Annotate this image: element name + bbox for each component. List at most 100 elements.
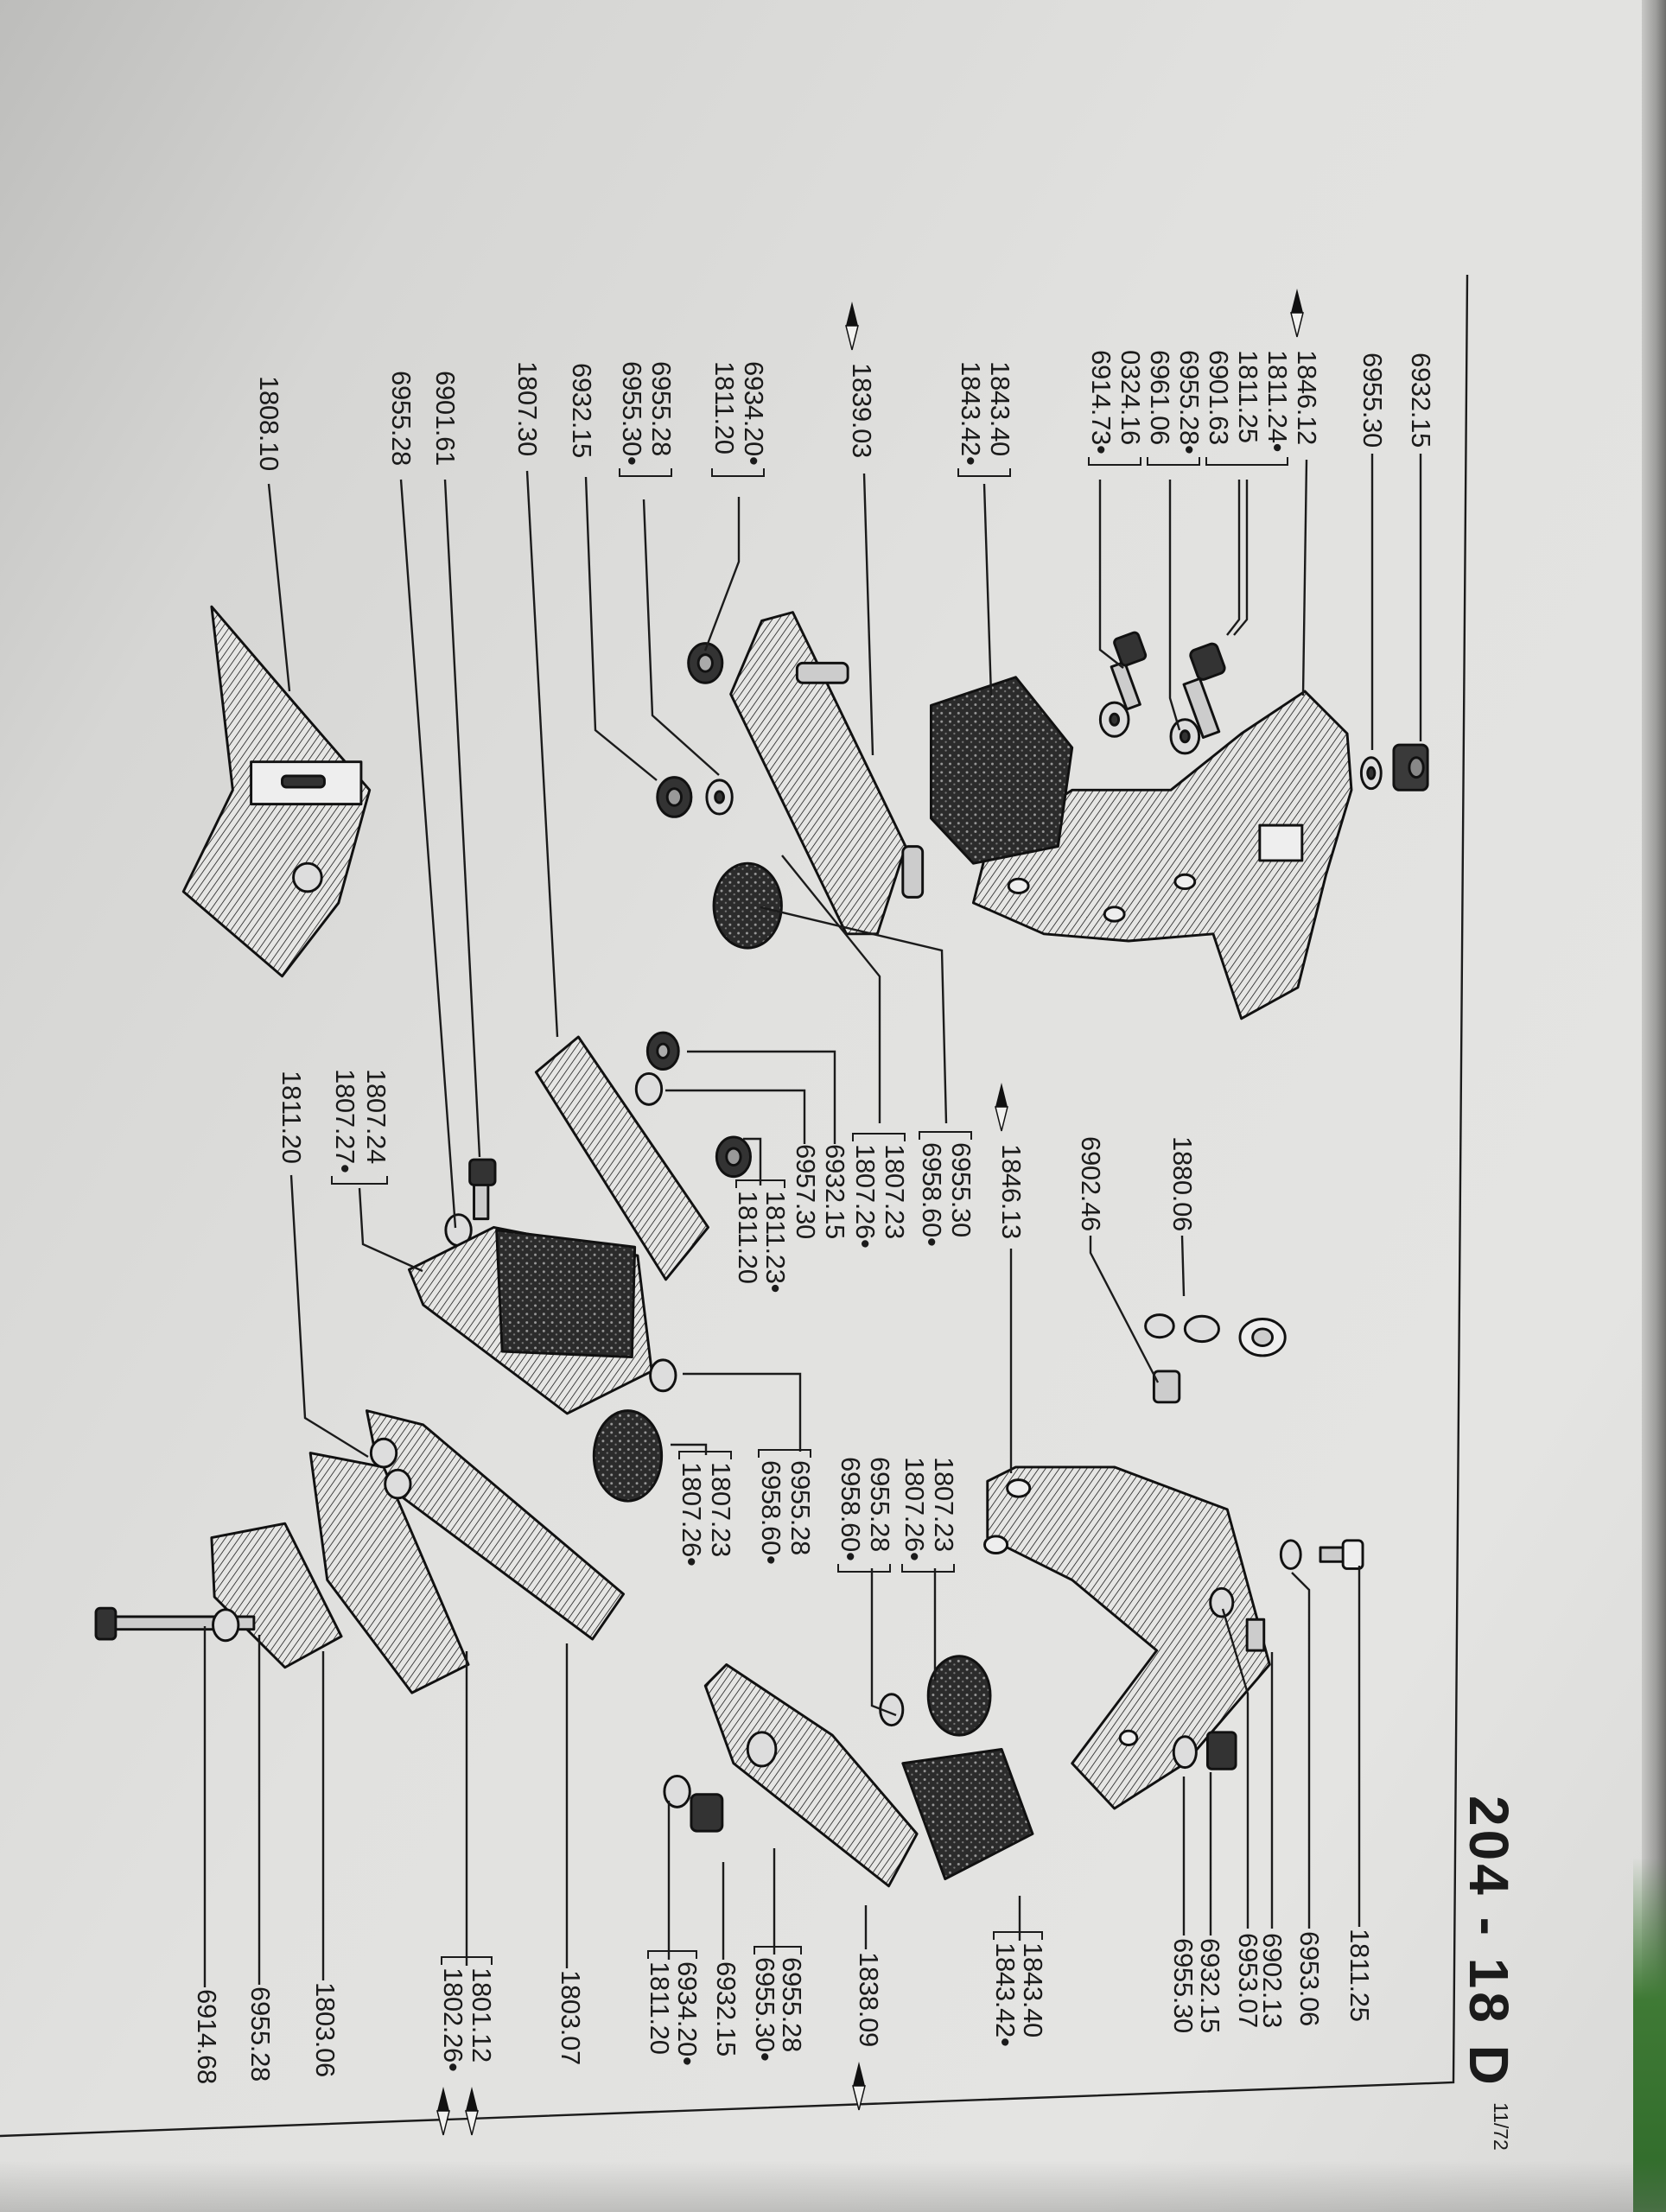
part-number: 1802.26• <box>436 1967 469 2135</box>
group-bracket <box>837 1563 891 1573</box>
part-number: 1811.20 <box>733 1191 763 1284</box>
callout-label-group: 6932.15 <box>1406 353 1436 448</box>
group-bracket <box>901 1563 955 1573</box>
rubber-mount-part <box>901 1747 1034 1881</box>
page-title: 204 - 18 D <box>1458 1796 1520 2088</box>
rubber-cylinder-part <box>592 1409 664 1503</box>
callout-label-group: 6955.30 <box>1358 353 1388 448</box>
part-number: 6955.28 <box>785 1460 816 1555</box>
part-number: 1807.30 <box>512 361 543 456</box>
group-bracket <box>678 1451 732 1459</box>
part-number: 6932.15 <box>820 1144 850 1239</box>
part-number: 1807.23 <box>929 1457 959 1552</box>
part-number: 1808.10 <box>254 376 284 471</box>
part-number: 1807.26• <box>850 1144 881 1249</box>
group-bracket <box>711 467 765 477</box>
page-frame <box>0 274 1469 2138</box>
bolt-part <box>468 1158 497 1221</box>
bracket-part <box>703 1663 919 1888</box>
part-number: 6955.28 <box>865 1457 895 1552</box>
part-number: 6932.15 <box>567 363 597 458</box>
double-arrow-icon <box>852 2061 875 2111</box>
callout-label-group: 6902.46 <box>1076 1136 1106 1231</box>
part-number: 1843.42• <box>956 361 986 466</box>
part-number: 6958.60• <box>836 1457 866 1561</box>
washer-part <box>1359 756 1383 791</box>
double-arrow-icon <box>436 2086 461 2136</box>
callout-label-group: 1846.13 <box>995 1083 1027 1239</box>
part-number: 1880.06 <box>1167 1136 1198 1231</box>
part-number: 1843.40 <box>985 361 1015 456</box>
group-bracket <box>758 1449 811 1458</box>
group-bracket <box>735 1179 785 1188</box>
part-number: 1846.12 <box>1290 289 1322 454</box>
part-number: 6902.13 <box>1257 1933 1288 2028</box>
callout-label-group: 6953.06 <box>1294 1931 1325 2026</box>
part-number: 1843.42• <box>990 1942 1021 2047</box>
callout-label-group: 1808.10 <box>254 376 284 471</box>
part-number: 6934.20• <box>672 1961 703 2066</box>
double-arrow-icon <box>1290 288 1313 338</box>
double-arrow-icon <box>465 2086 489 2136</box>
plate-part <box>210 1522 343 1669</box>
callout-label-group: 6901.61 <box>430 371 461 466</box>
part-number: 6955.28• <box>1174 350 1205 454</box>
channel-bracket-part <box>534 1035 709 1281</box>
part-number: 1811.25 <box>1345 1929 1375 2022</box>
callout-label-group: 1807.30 <box>512 361 543 456</box>
group-bracket <box>919 1131 972 1140</box>
group-bracket <box>647 1950 697 1959</box>
callout-label-group: 1803.06 <box>310 1982 340 2077</box>
bolt-part <box>1319 1539 1364 1570</box>
callout-label-group: 6955.28 <box>245 1986 276 2082</box>
part-number: 6961.06 <box>1145 350 1175 445</box>
part-number: 6955.28 <box>646 361 677 456</box>
part-number: 0324.16 <box>1116 350 1146 445</box>
group-bracket <box>852 1133 906 1141</box>
part-number: 6953.06 <box>1294 1931 1325 2026</box>
part-number: 6901.61 <box>430 371 461 466</box>
part-number: 1843.40 <box>1018 1942 1048 2037</box>
part-number: 1803.07 <box>556 1970 586 2065</box>
part-number: 1811.24• <box>1262 350 1293 453</box>
callout-label-group: 1803.07 <box>556 1970 586 2065</box>
part-number: 1807.23 <box>706 1462 736 1557</box>
part-number: 1801.12 <box>465 1967 498 2135</box>
bolt-part <box>1152 1370 1181 1404</box>
callout-label-group: 1839.03 <box>845 302 877 458</box>
part-number: 1811.20 <box>645 1961 675 2055</box>
group-bracket <box>1088 456 1141 466</box>
table-surface <box>1633 1858 1666 2212</box>
callout-label-group: 1880.06 <box>1167 1136 1198 1231</box>
part-number: 6932.15 <box>1406 353 1436 448</box>
callout-label-group: 6934.20•1811.20 <box>645 1950 703 2066</box>
plate-part <box>308 1452 470 1694</box>
nut-part <box>1392 743 1429 791</box>
part-number: 6955.28 <box>386 371 416 466</box>
part-number: 6932.15 <box>711 1961 741 2056</box>
callout-label-group: 1838.09 <box>852 1952 884 2111</box>
rubber-mount-part <box>929 676 1074 865</box>
part-number: 6958.60• <box>917 1142 947 1247</box>
double-arrow-icon <box>995 1082 1018 1132</box>
part-number: 6914.73• <box>1086 350 1116 454</box>
group-bracket <box>754 1946 803 1955</box>
callout-label-group: 6932.15 <box>567 363 597 458</box>
rubber-cylinder-part <box>712 861 783 950</box>
part-number: 1811.20 <box>277 1071 307 1164</box>
part-number: 6955.30 <box>1358 353 1388 448</box>
bolt-part <box>1245 1618 1266 1652</box>
part-number: 6958.60• <box>756 1460 786 1565</box>
part-number: 1811.20 <box>709 361 740 454</box>
part-number: 1807.27• <box>330 1069 360 1173</box>
